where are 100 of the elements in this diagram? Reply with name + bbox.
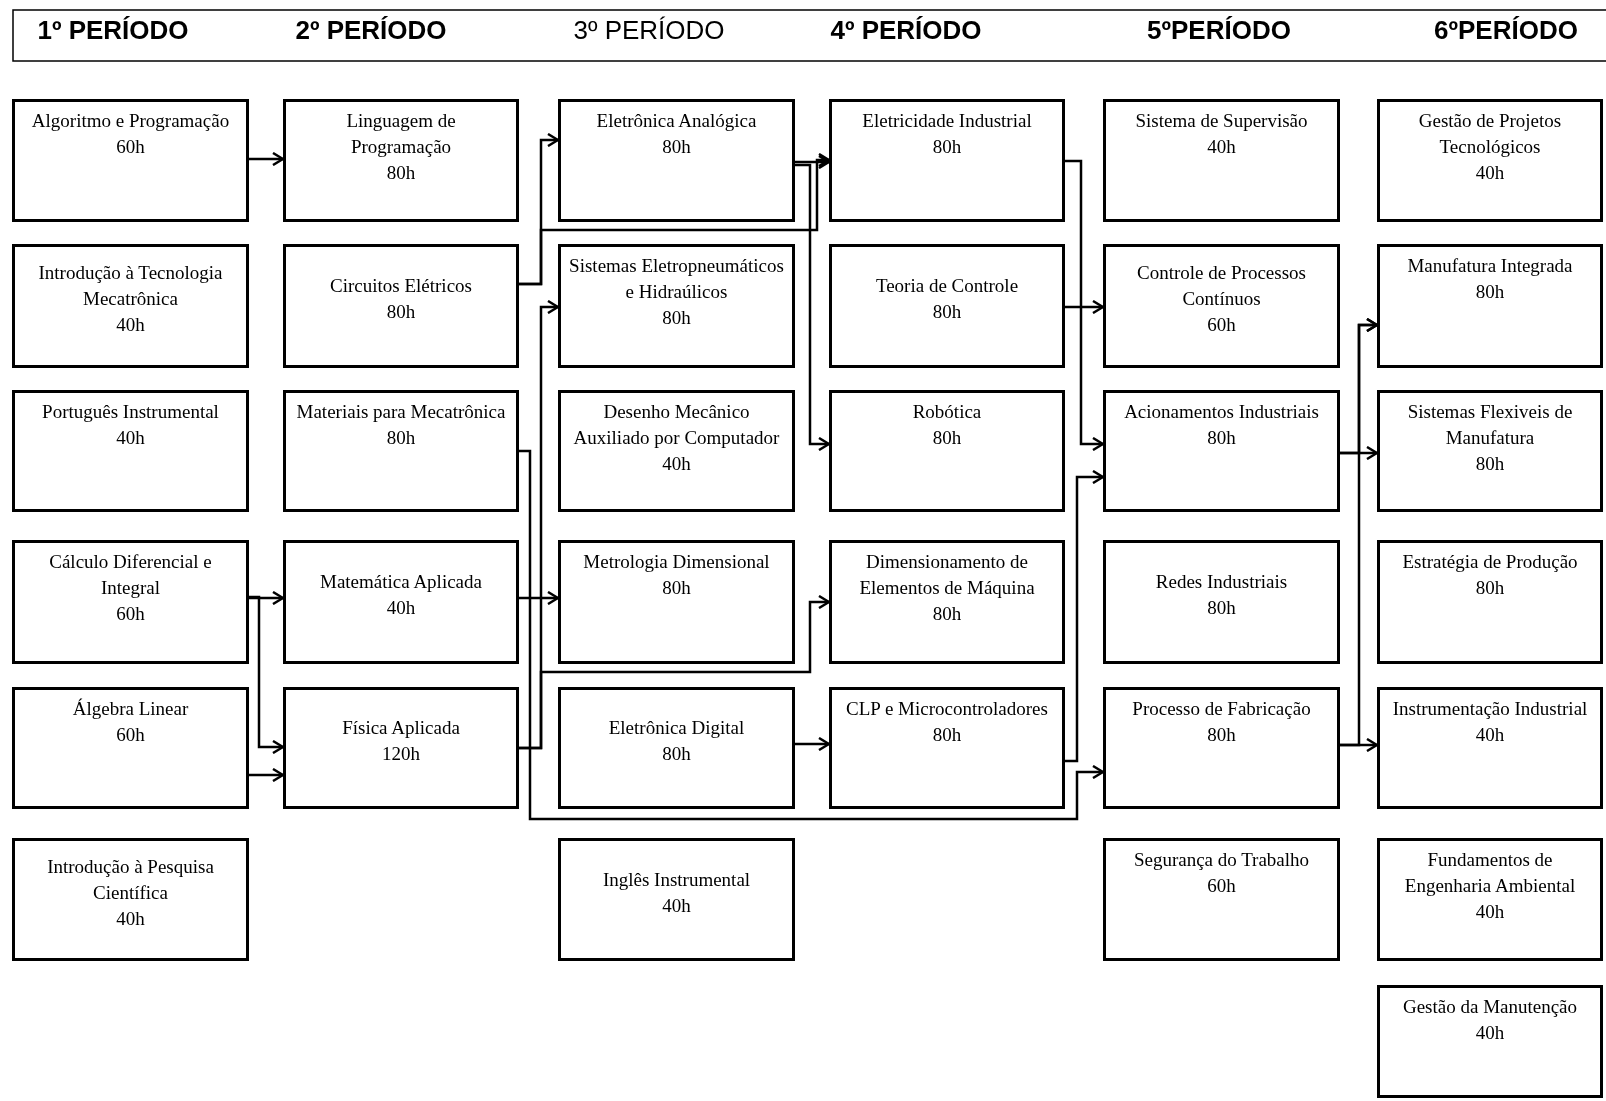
course-hours: 80h (662, 306, 691, 330)
course-name: Gestão de Projetos Tecnológicos (1417, 109, 1563, 159)
course-name: Eletrônica Analógica (596, 109, 757, 133)
period-heading: 3º PERÍODO (573, 14, 725, 46)
course-name: Inglês Instrumental (602, 867, 751, 892)
course-name: Álgebra Linear (72, 697, 189, 721)
course-box (283, 687, 519, 809)
course-hours: 80h (1207, 723, 1236, 747)
course-name: Gestão da Manutenção (1402, 995, 1578, 1019)
course-box (1377, 390, 1603, 512)
course-box (283, 540, 519, 664)
course-hours: 80h (662, 135, 691, 159)
course-name: Teoria de Controle (875, 274, 1019, 298)
course-box (829, 244, 1065, 368)
course-box (829, 540, 1065, 664)
course-name: Manufatura Integrada (1407, 254, 1573, 278)
arrow (249, 767, 285, 783)
course-box (1377, 244, 1603, 368)
period-heading: 5ºPERÍODO (1147, 14, 1291, 46)
course-box (829, 99, 1065, 222)
arrow (1065, 469, 1105, 763)
course-name: Sistemas Flexiveis de Manufatura (1406, 400, 1574, 450)
arrow (1340, 317, 1379, 747)
course-name: Controle de Processos Contínuos (1136, 261, 1307, 311)
course-box (558, 390, 795, 512)
arrow (519, 594, 831, 750)
course-box (283, 99, 519, 222)
course-name: Sistema de Supervisão (1135, 109, 1308, 133)
course-hours: 40h (662, 893, 691, 918)
course-box (283, 244, 519, 368)
arrow (249, 590, 285, 606)
course-box (558, 244, 795, 368)
period-heading: 4º PERÍODO (830, 14, 982, 46)
course-hours: 40h (386, 596, 416, 620)
course-box (1103, 838, 1340, 961)
course-box (12, 390, 249, 512)
course-hours: 120h (382, 742, 420, 766)
course-hours: 80h (932, 135, 962, 159)
arrow (1065, 159, 1105, 452)
course-name: Desenho Mecânico Auxiliado por Computador (572, 400, 781, 450)
arrow (795, 163, 831, 452)
course-hours: 80h (386, 161, 416, 185)
arrow (519, 449, 1105, 821)
course-hours: 40h (116, 313, 145, 337)
course-box (1377, 99, 1603, 222)
course-hours: 80h (386, 426, 416, 450)
course-name: Português Instrumental (42, 400, 219, 424)
course-hours: 80h (662, 576, 691, 600)
course-name: Materiais para Mecatrônica (296, 400, 506, 424)
course-box (12, 687, 249, 809)
course-hours: 40h (116, 426, 145, 450)
course-box (283, 390, 519, 512)
course-box (829, 687, 1065, 809)
course-name: Introdução à Pesquisa Científica (46, 854, 215, 905)
course-box (1103, 244, 1340, 368)
course-hours: 60h (116, 135, 145, 159)
course-box (558, 838, 795, 961)
course-name: Instrumentação Industrial (1392, 697, 1588, 721)
course-name: Estratégia de Produção (1402, 550, 1578, 574)
course-name: Redes Industriais (1155, 570, 1288, 594)
course-hours: 40h (1475, 900, 1505, 924)
course-name: Algoritmo e Programação (31, 109, 230, 133)
course-hours: 80h (1475, 280, 1505, 304)
course-hours: 80h (1207, 426, 1236, 450)
course-box (558, 687, 795, 809)
course-box (1377, 540, 1603, 664)
arrow (519, 590, 560, 606)
period-heading: 6ºPERÍODO (1434, 14, 1578, 46)
course-hours: 60h (116, 602, 145, 626)
course-hours: 40h (662, 452, 691, 476)
period-heading: 1º PERÍODO (37, 14, 189, 46)
course-hours: 80h (1475, 576, 1505, 600)
course-hours: 40h (1475, 1021, 1505, 1045)
course-name: Sistemas Eletropneumáticos e Hidraúlicos (569, 254, 784, 304)
course-hours: 80h (932, 300, 962, 324)
course-name: Acionamentos Industriais (1124, 400, 1319, 424)
course-hours: 80h (1207, 596, 1236, 620)
course-name: Circuitos Elétricos (330, 274, 472, 298)
course-name: Segurança do Trabalho (1133, 848, 1310, 872)
course-box (1377, 838, 1603, 961)
arrow (795, 154, 831, 170)
course-hours: 80h (932, 723, 962, 747)
arrow (1065, 299, 1105, 315)
course-hours: 80h (1475, 452, 1505, 476)
course-hours: 80h (386, 300, 416, 324)
course-name: CLP e Microcontroladores (846, 697, 1048, 721)
course-name: Eletricidade Industrial (862, 109, 1032, 133)
course-name: Metrologia Dimensional (583, 550, 770, 574)
course-box (12, 99, 249, 222)
course-name: Processo de Fabricação (1132, 697, 1311, 721)
arrow (795, 736, 831, 752)
course-hours: 40h (1475, 723, 1505, 747)
course-hours: 60h (116, 723, 145, 747)
arrow (519, 152, 831, 286)
course-hours: 40h (116, 906, 145, 931)
period-heading: 2º PERÍODO (295, 14, 447, 46)
course-hours: 80h (662, 742, 691, 766)
arrow (249, 151, 285, 167)
course-box (1103, 390, 1340, 512)
course-name: Introdução à Tecnologia Mecatrônica (37, 261, 224, 311)
